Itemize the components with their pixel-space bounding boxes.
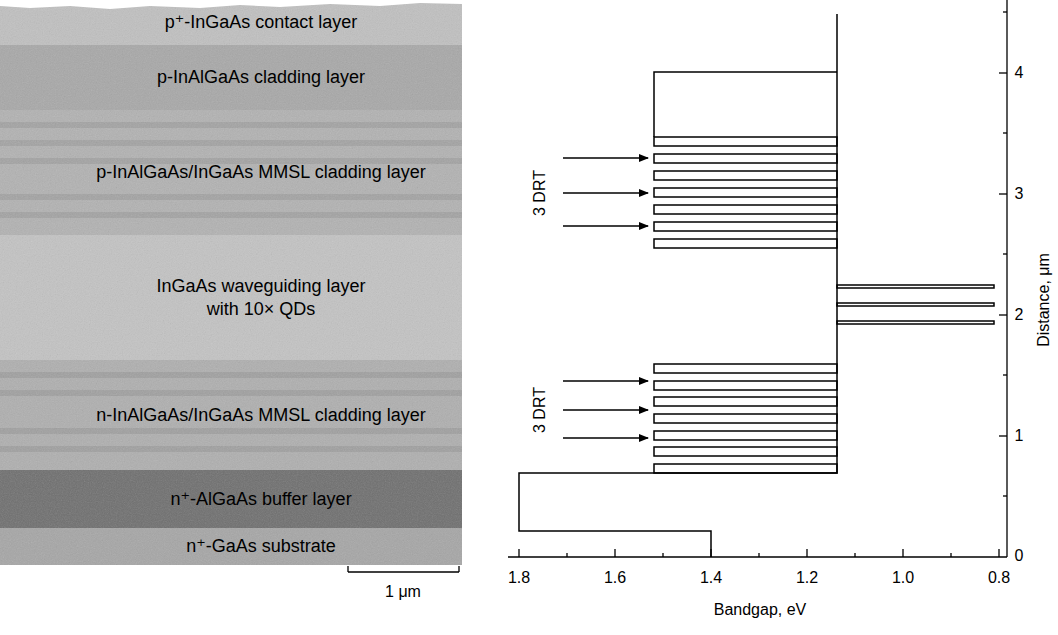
layer-label: n⁺-AlGaAs buffer layer [170, 488, 351, 511]
substrate-band: n⁺-GaAs substrate [0, 528, 462, 565]
tick-label: 1.8 [508, 569, 530, 587]
scale-bar [348, 566, 459, 572]
axis-title: Bandgap, eV [714, 601, 807, 619]
sem-image [0, 0, 462, 565]
layer-label: p⁺-InGaAs contact layer [165, 11, 358, 34]
scale-label: 1 μm [385, 583, 421, 601]
tick-label: 0.8 [988, 569, 1010, 587]
tick-label: 1.2 [796, 569, 818, 587]
waveguide-band: InGaAs waveguiding layer with 10× QDs [0, 235, 462, 360]
tick-label: 1.6 [604, 569, 626, 587]
buffer-layer-band: n⁺-AlGaAs buffer layer [0, 470, 462, 528]
layer-label: n⁺-GaAs substrate [186, 535, 336, 558]
tick-label: 2 [1015, 306, 1024, 324]
axis-title: Distance, μm [1035, 253, 1053, 347]
layer-label: InGaAs waveguiding layer with 10× QDs [141, 275, 381, 320]
axes [508, 0, 1007, 557]
superlattice-band: p-InAlGaAs/InGaAs MMSL cladding layer [0, 110, 462, 235]
tick-label: 1 [1015, 427, 1024, 445]
layer-label: n-InAlGaAs/InGaAs MMSL cladding layer [96, 404, 425, 427]
cladding-layer-band: p-InAlGaAs cladding layer [0, 45, 462, 110]
superlattice-band: n-InAlGaAs/InGaAs MMSL cladding layer [0, 360, 462, 470]
tick-label: 0 [1015, 547, 1024, 565]
layer-label: p-InAlGaAs cladding layer [157, 66, 365, 89]
layer-label: p-InAlGaAs/InGaAs MMSL cladding layer [96, 161, 425, 184]
tick-label: 1.4 [700, 569, 722, 587]
tick-label: 4 [1015, 64, 1024, 82]
tick-label: 3 [1015, 185, 1024, 203]
drt-label: 3 DRT [531, 387, 549, 433]
drt-arrows [563, 158, 648, 438]
tick-label: 1.0 [892, 569, 914, 587]
bandgap-profile [519, 14, 994, 557]
drt-label: 3 DRT [531, 170, 549, 216]
contact-layer-band: p⁺-InGaAs contact layer [0, 0, 462, 45]
